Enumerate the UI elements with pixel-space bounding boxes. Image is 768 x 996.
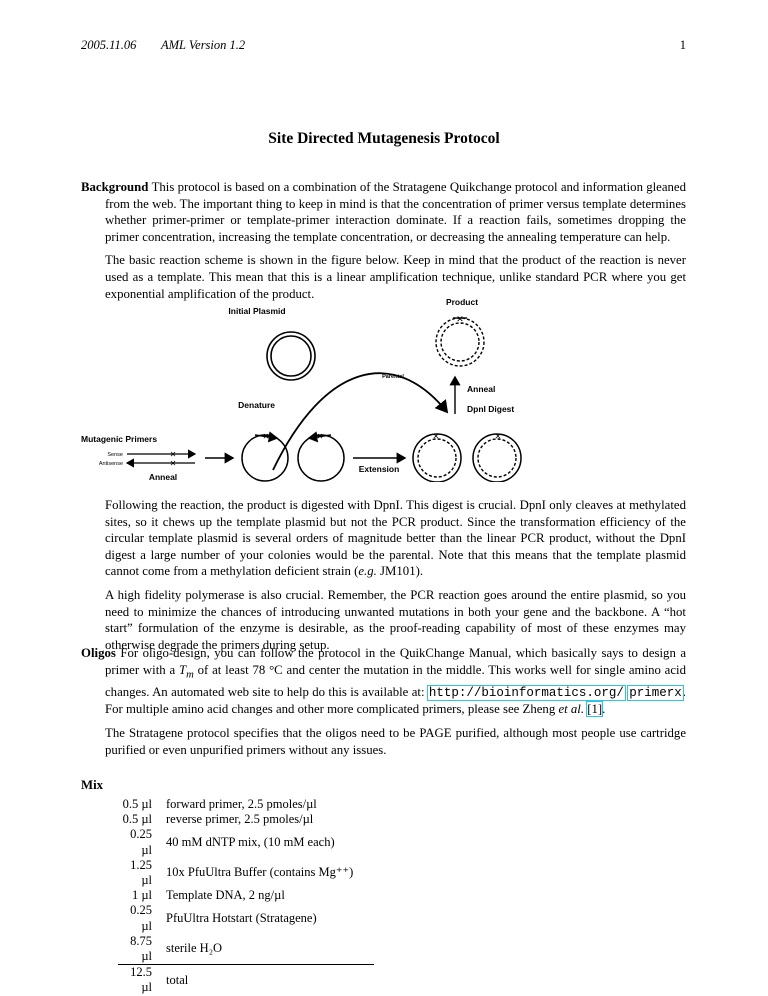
denature-label: Denature	[238, 400, 275, 410]
background-section-continued: Following the reaction, the product is d…	[81, 497, 686, 660]
page-header: 2005.11.06 AML Version 1.2 1	[81, 38, 686, 54]
background-paragraph-4: A high fidelity polymerase is also cruci…	[105, 587, 686, 652]
antisense-mutation-mark: ✕	[170, 459, 177, 468]
background-heading: Background	[81, 180, 149, 194]
mutagenesis-scheme-diagram: Initial Plasmid Product ✕ Parental Annea…	[81, 297, 522, 482]
mutagenic-primers-label: Mutagenic Primers	[81, 434, 157, 444]
sense-label: Sense	[107, 452, 123, 458]
primerx-link-part-2[interactable]: primerx	[627, 684, 684, 701]
anneal-top-label: Anneal	[467, 384, 495, 394]
anneal-bottom-label: Anneal	[149, 472, 177, 482]
product-inner-strand	[440, 322, 480, 362]
oligos-paragraph-1: Oligos For oligo-design, you can follow …	[81, 646, 686, 718]
initial-plasmid-outer	[266, 331, 316, 381]
sense-mutation-mark: ✕	[170, 450, 177, 459]
dpni-digest-label: DpnI Digest	[467, 404, 514, 414]
extended-plasmid-1-template	[412, 433, 462, 482]
extended-mark-1: ✕	[433, 432, 440, 441]
annealed-mark-2: ✕	[317, 432, 324, 441]
header-date: 2005.11.06	[81, 38, 137, 52]
extension-label: Extension	[359, 464, 400, 474]
extended-plasmid-2-new	[477, 438, 517, 478]
extended-plasmid-1-new	[417, 438, 457, 478]
oligos-section: Oligos For oligo-design, you can follow …	[81, 645, 686, 765]
background-paragraph-3: Following the reaction, the product is d…	[105, 498, 686, 579]
annealed-primer-1	[254, 431, 279, 443]
background-section: Background This protocol is based on a c…	[81, 179, 686, 309]
product-mutation-mark: ✕	[456, 314, 464, 324]
annealed-plasmid-1	[241, 434, 289, 482]
page-number: 1	[679, 38, 686, 52]
antisense-label: Antisense	[99, 461, 123, 467]
annealed-plasmid-2	[297, 434, 345, 482]
oligos-heading: Oligos	[81, 646, 116, 660]
oligos-paragraph-2: The Stratagene protocol specifies that t…	[105, 725, 686, 757]
denature-anneal-arrow	[272, 372, 449, 471]
primerx-link-part-1[interactable]: http://bioinformatics.org/	[426, 684, 626, 701]
initial-plasmid-label: Initial Plasmid	[228, 306, 285, 316]
page-title: Site Directed Mutagenesis Protocol	[268, 130, 500, 147]
product-label: Product	[446, 297, 478, 307]
parental-label: Parental	[382, 374, 404, 380]
initial-plasmid-inner	[270, 335, 312, 377]
mix-heading: Mix	[81, 778, 104, 792]
annealed-primer-2	[307, 431, 332, 443]
background-paragraph-1: Background This protocol is based on a c…	[81, 180, 686, 244]
header-version: AML Version 1.2	[161, 38, 246, 52]
extended-plasmid-2-template	[472, 433, 522, 482]
annealed-mark-1: ✕	[263, 432, 270, 441]
background-paragraph-2: The basic reaction scheme is shown in th…	[105, 253, 686, 301]
extended-mark-2: ✕	[495, 432, 502, 441]
citation-link[interactable]: [1]	[586, 701, 604, 718]
product-outer-strand	[435, 317, 485, 367]
